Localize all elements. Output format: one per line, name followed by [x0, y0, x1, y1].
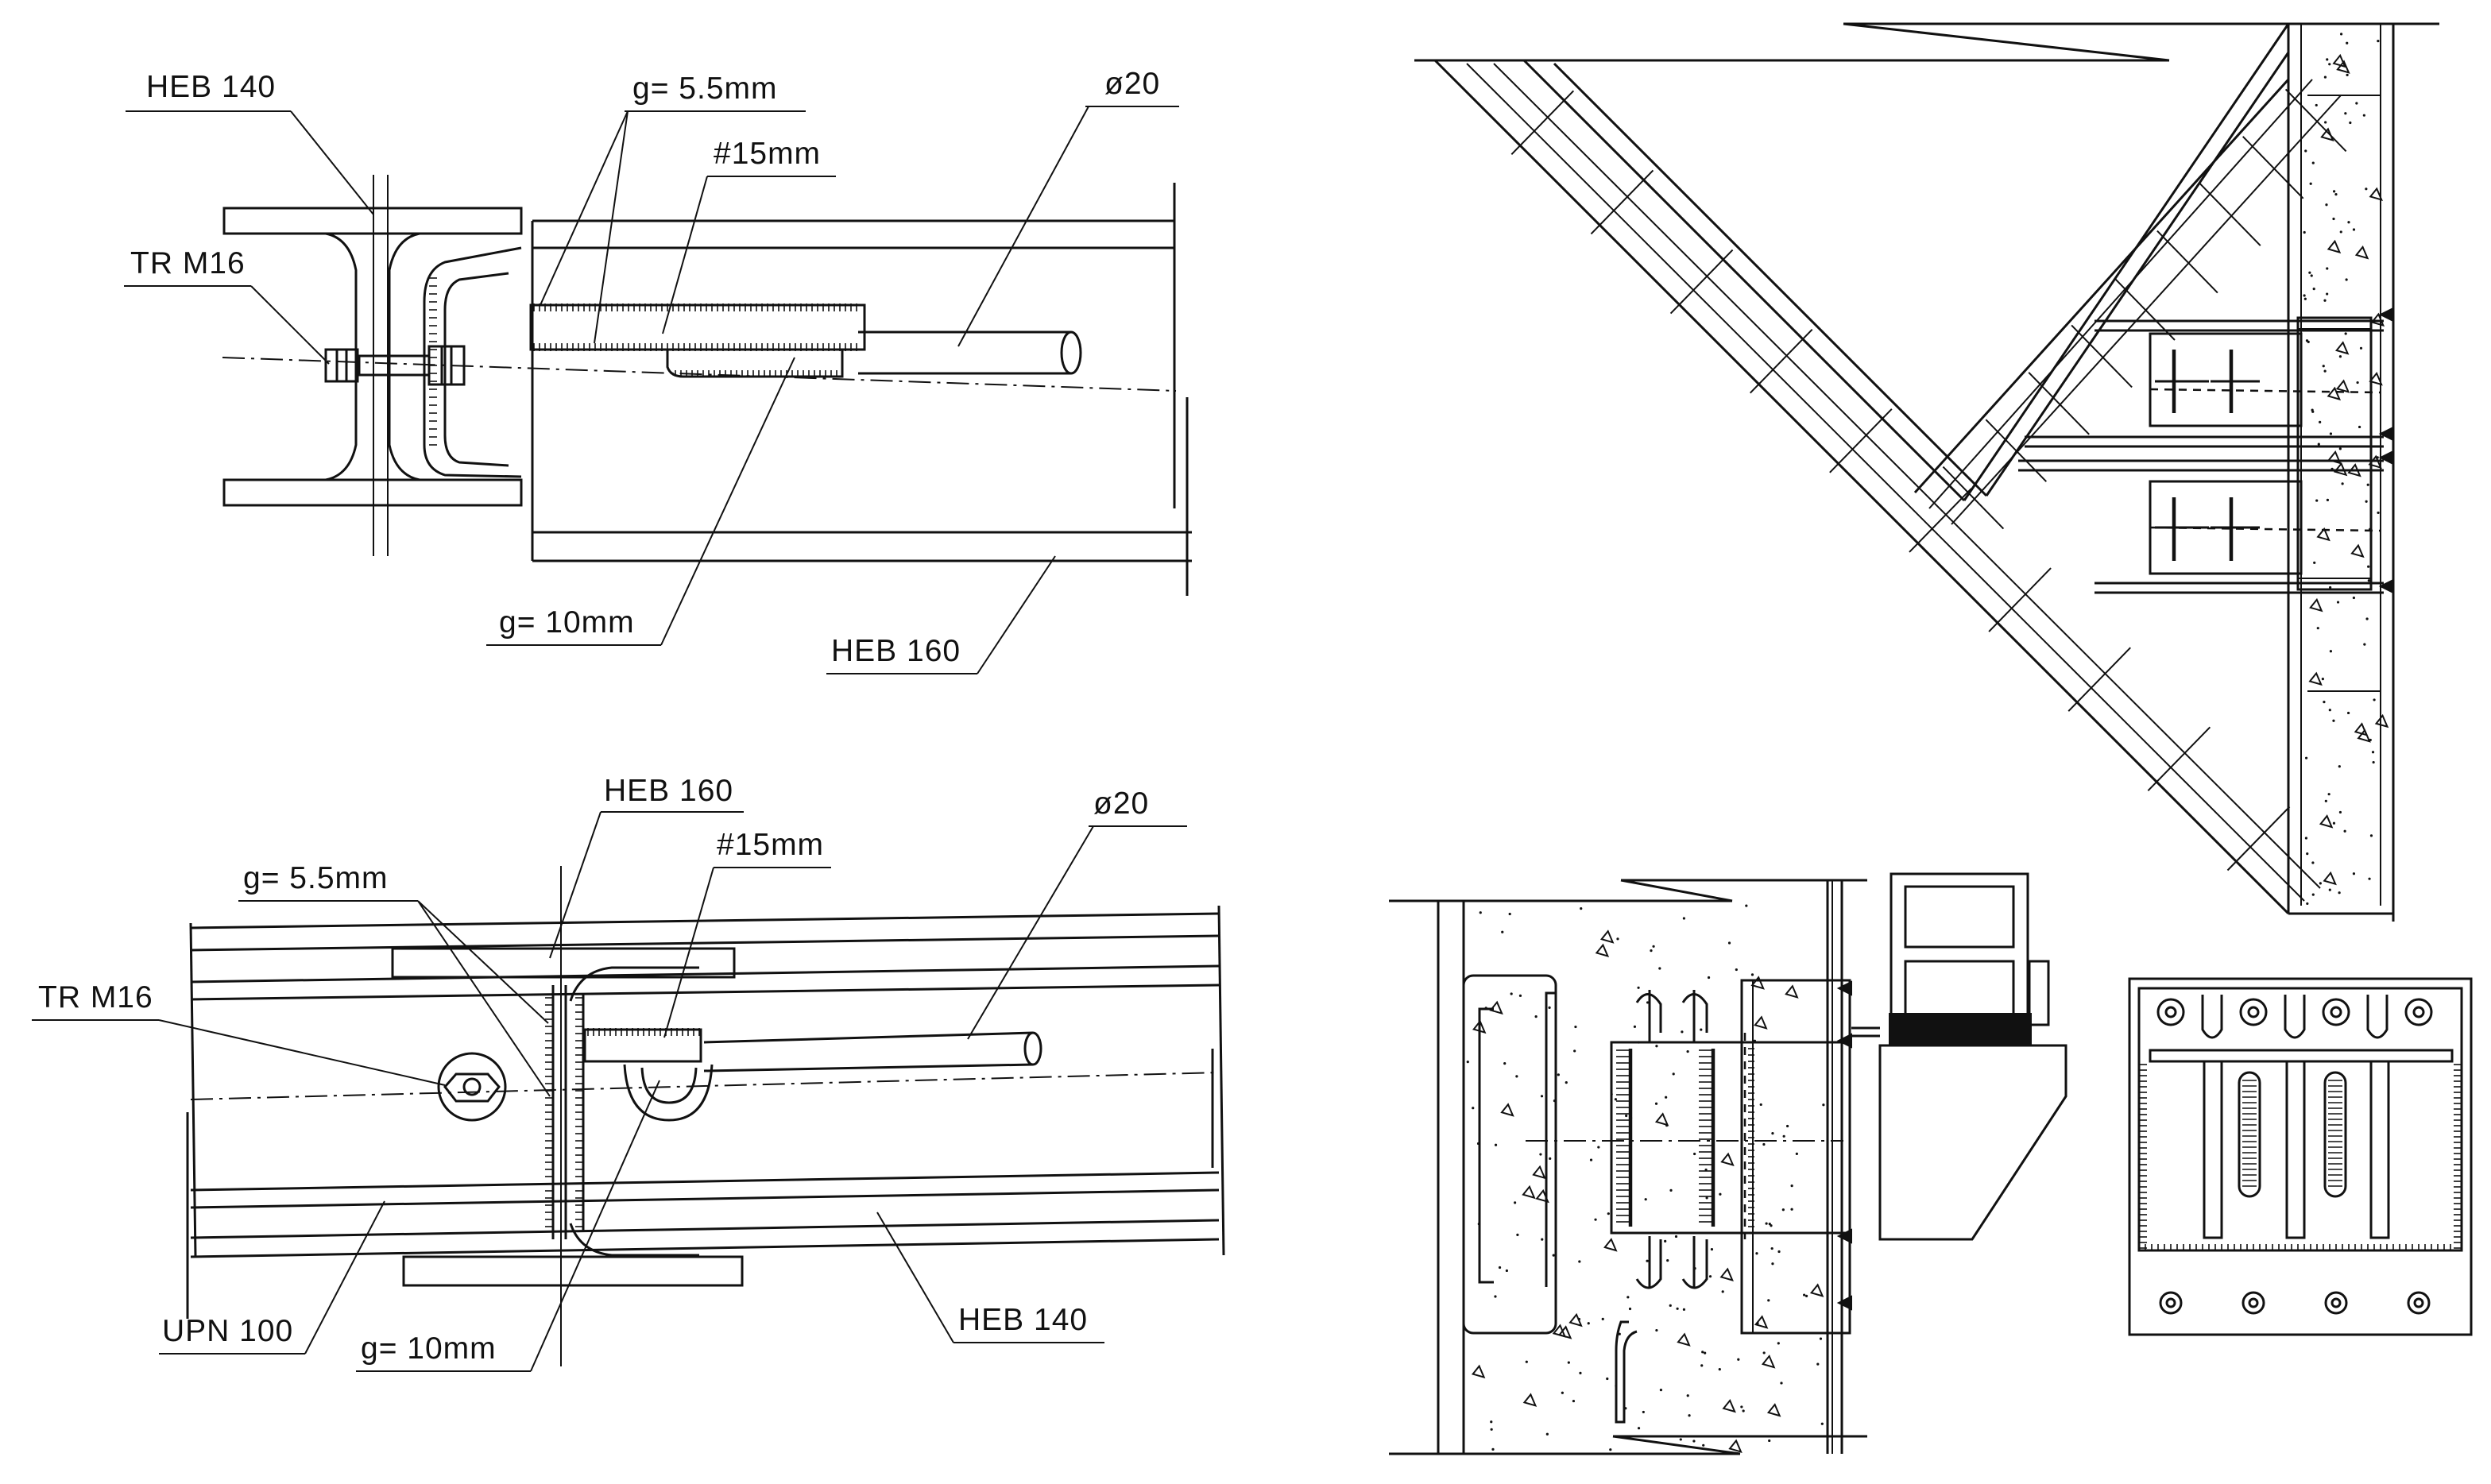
detail-a-leaders [124, 106, 1179, 674]
vertical-stiffeners [2203, 1060, 2390, 1239]
bolt-tr-m16 [324, 345, 466, 386]
concrete-texture [2303, 33, 2389, 906]
concrete-column [2287, 24, 2395, 922]
label-rod-phi20: ø20 [1104, 67, 1160, 101]
top-strip [2149, 1049, 2454, 1063]
label-heb140-b: HEB 140 [958, 1303, 1088, 1337]
detail-c-bracing-node [1414, 22, 2439, 922]
weld-hatch-plate-b [587, 1028, 700, 1036]
weld-hatch-plate [533, 303, 857, 351]
studs-upper [2155, 350, 2260, 413]
label-plate-15mm-b: #15mm [717, 828, 824, 862]
weld-hatch-section [545, 997, 583, 1227]
bottom-flange-plate [402, 1255, 744, 1287]
heb160-beam [531, 183, 1192, 596]
top-flange-plate [391, 947, 736, 979]
bottom-bolt-row [2159, 1291, 2431, 1315]
label-g-10mm-b: g= 10mm [361, 1331, 497, 1366]
detail-e-anchor-plate [2128, 977, 2473, 1336]
plate-inner [2137, 987, 2463, 1252]
shear-studs-d [1635, 990, 1708, 1289]
embedded-plates [2149, 316, 2381, 591]
weld-hatch-lower [675, 370, 837, 377]
rod-phi20-b [703, 1031, 1042, 1072]
slot-hatch [2242, 1080, 2342, 1187]
label-tr-m16-b: TR M16 [38, 980, 153, 1014]
plate-outline [2128, 977, 2473, 1336]
label-heb160: HEB 160 [831, 634, 961, 668]
plate-10mm [666, 350, 844, 378]
weld-marks-d [1836, 980, 1852, 1311]
nut-washer-b [623, 1064, 714, 1122]
right-diagonal-brace [1913, 23, 2342, 525]
upn-cleat [423, 246, 522, 478]
plate-15mm [529, 303, 866, 351]
rod-phi20 [858, 330, 1082, 375]
axis-line-b [190, 1072, 1220, 1100]
label-heb160-b: HEB 160 [604, 774, 733, 808]
bolt-tr-m16-b [437, 1052, 507, 1122]
weld-marks [2378, 307, 2394, 594]
concrete-wall [1437, 880, 1843, 1454]
label-rod-phi20-b: ø20 [1093, 786, 1149, 821]
studs-lower [2155, 497, 2260, 561]
label-g-5-5mm: g= 5.5mm [632, 71, 778, 106]
weld-hatch-d [1616, 1048, 1754, 1227]
detail-a-beam-connection: HEB 140 TR M16 g= 5.5mm #15mm ø20 g= 10m… [124, 67, 1192, 674]
heb160-section-vertical [545, 866, 699, 1366]
heb140-inclined-beam [186, 905, 1225, 1319]
label-g-10mm: g= 10mm [499, 605, 635, 640]
detail-b-inclined-connection: HEB 160 g= 5.5mm #15mm ø20 TR M16 UPN 10… [32, 774, 1225, 1372]
label-plate-15mm: #15mm [714, 137, 821, 171]
weld-hatch-web [429, 277, 437, 446]
heb140-column-section [222, 175, 523, 556]
top-bolt-row [2156, 995, 2433, 1039]
detail-d-column-base [1389, 872, 2067, 1455]
plate-15mm-b [583, 1028, 702, 1063]
axis-line [222, 357, 1177, 392]
steel-column-d [1851, 872, 2067, 1241]
break-lines-d [1389, 879, 1867, 1455]
embedded-plate-d [1610, 979, 1851, 1335]
break-lines-top [1414, 22, 2439, 62]
label-tr-m16: TR M16 [130, 246, 246, 280]
label-g-5-5mm-b: g= 5.5mm [243, 861, 389, 895]
anchor-bars [2018, 319, 2384, 594]
label-heb140: HEB 140 [146, 70, 276, 104]
plate-edge-hatch [2139, 1064, 2462, 1250]
stirrups-left-brace [1510, 88, 2347, 871]
left-diagonal-brace [1433, 59, 2321, 915]
label-upn100: UPN 100 [162, 1314, 293, 1348]
concrete-texture-d [1466, 904, 1825, 1453]
detail-b-leaders [32, 811, 1187, 1372]
